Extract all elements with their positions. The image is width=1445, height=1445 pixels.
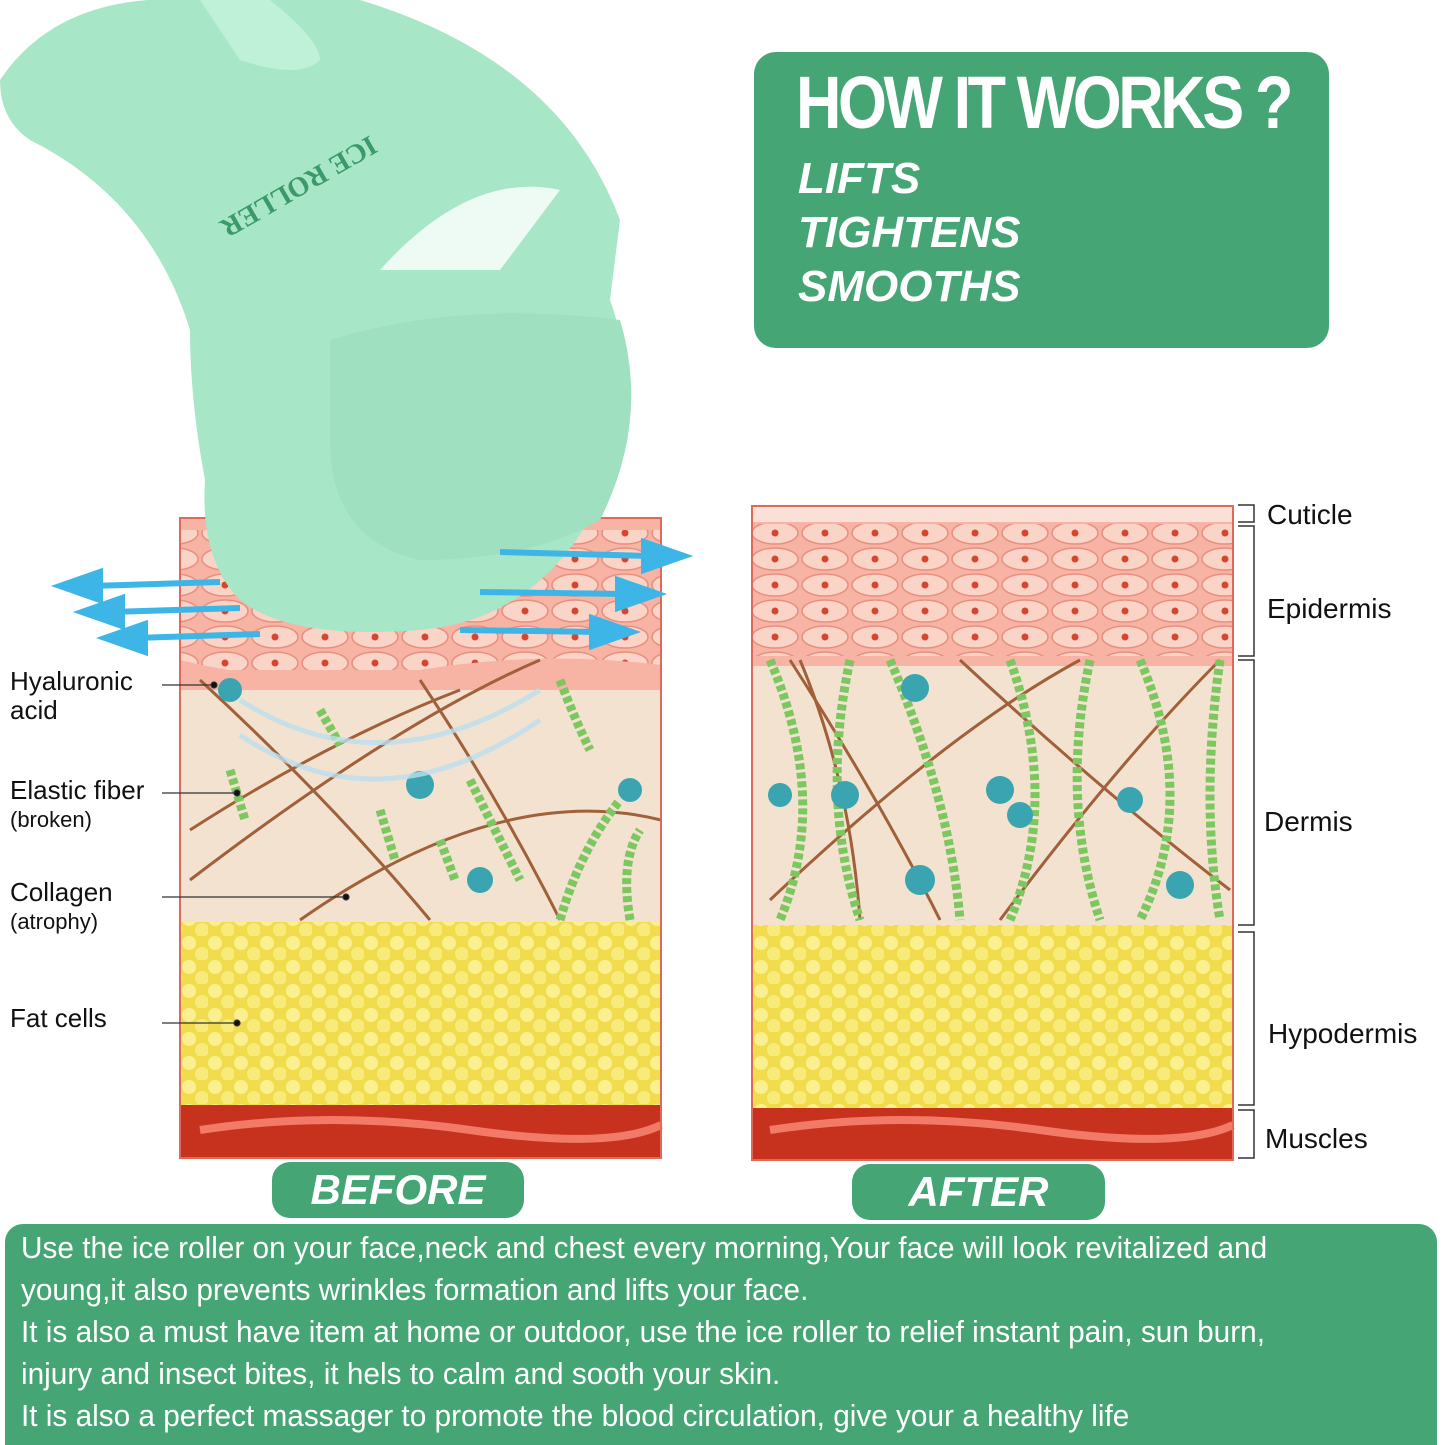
label-collagen: Collagen(atrophy) <box>10 878 113 936</box>
before-label: BEFORE <box>272 1162 524 1218</box>
description-box: Use the ice roller on your face,neck and… <box>5 1224 1437 1445</box>
layer-brackets <box>1238 504 1255 1159</box>
leader-lines <box>162 681 350 1027</box>
label-muscles: Muscles <box>1265 1123 1368 1154</box>
how-it-works-box: HOW IT WORKS ? LIFTS TIGHTENS SMOOTHS <box>754 52 1329 348</box>
benefit-smooths: SMOOTHS <box>798 262 1021 311</box>
motion-arrows <box>50 537 694 657</box>
label-hypodermis: Hypodermis <box>1268 1018 1418 1049</box>
description-line: Use the ice roller on your face,neck and… <box>21 1230 1268 1265</box>
after-skin-diagram <box>751 505 1235 1161</box>
description-line: It is also a perfect massager to promote… <box>21 1398 1130 1433</box>
label-fat-cells: Fat cells <box>10 1003 107 1033</box>
how-it-works-title: HOW IT WORKS ? <box>796 61 1293 144</box>
description-line: It is also a must have item at home or o… <box>21 1314 1265 1349</box>
label-cuticle: Cuticle <box>1267 499 1353 530</box>
label-elastic-fiber: Elastic fiber(broken) <box>10 776 144 834</box>
label-text: Collagen <box>10 877 113 907</box>
label-sub: (atrophy) <box>10 909 99 934</box>
label-dermis: Dermis <box>1264 806 1353 837</box>
ice-roller-image: ICE ROLLER <box>0 0 632 632</box>
label-epidermis: Epidermis <box>1267 593 1392 624</box>
after-label: AFTER <box>852 1164 1105 1220</box>
benefit-lifts: LIFTS <box>798 154 921 203</box>
description-line: injury and insect bites, it hels to calm… <box>21 1356 781 1391</box>
label-sub: (broken) <box>10 807 92 832</box>
label-text: Elastic fiber <box>10 775 145 805</box>
label-hyaluronic-acid: Hyaluronic acid <box>10 666 133 725</box>
description-line: young,it also prevents wrinkles formatio… <box>21 1272 809 1307</box>
benefit-tightens: TIGHTENS <box>798 208 1021 257</box>
